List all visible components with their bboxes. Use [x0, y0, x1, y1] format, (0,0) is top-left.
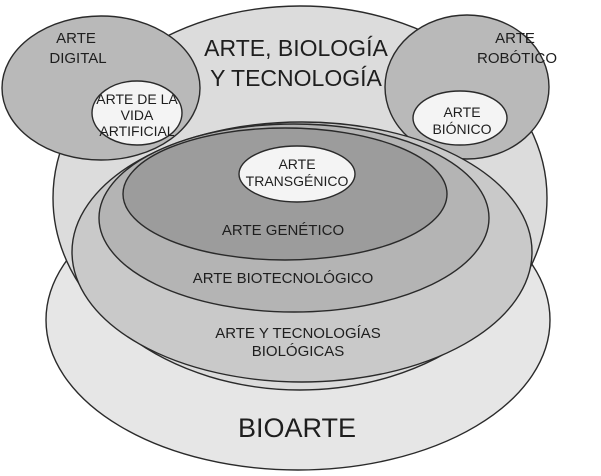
arte-tecnologias-biologicas-label-line2: BIOLÓGICAS [252, 343, 345, 360]
arte-biologia-tecnologia-label-line2: Y TECNOLOGÍA [210, 65, 382, 91]
arte-bionico-ellipse [412, 90, 508, 146]
arte-bionico-label-line2: BIÓNICO [432, 121, 491, 137]
arte-vida-artificial-label-line1: ARTE DE LA [96, 91, 178, 107]
arte-transgenico-ellipse [238, 145, 356, 203]
arte-vida-artificial-label-line2: VIDA [121, 107, 154, 123]
arte-tecnologias-biologicas-label-line1: ARTE Y TECNOLOGÍAS [215, 325, 381, 342]
arte-bionico-label-line1: ARTE [443, 104, 480, 120]
arte-genetico-label: ARTE GENÉTICO [222, 222, 344, 239]
arte-vida-artificial-label-line3: ARTIFICIAL [99, 123, 174, 139]
arte-biologia-tecnologia-label-line1: ARTE, BIOLOGÍA [204, 35, 388, 61]
arte-biotecnologico-label: ARTE BIOTECNOLÓGICO [193, 270, 374, 287]
arte-digital-label-line2: DIGITAL [49, 50, 106, 67]
arte-digital-label-line1: ARTE [56, 30, 96, 47]
bioarte-label: BIOARTE [238, 413, 356, 443]
arte-vida-artificial-ellipse [91, 80, 183, 146]
arte-transgenico-label-line1: ARTE [278, 156, 315, 172]
arte-transgenico-label-line2: TRANSGÉNICO [246, 173, 349, 189]
arte-robotico-label-line1: ARTE [495, 30, 535, 47]
arte-robotico-label-line2: ROBÓTICO [477, 50, 557, 67]
